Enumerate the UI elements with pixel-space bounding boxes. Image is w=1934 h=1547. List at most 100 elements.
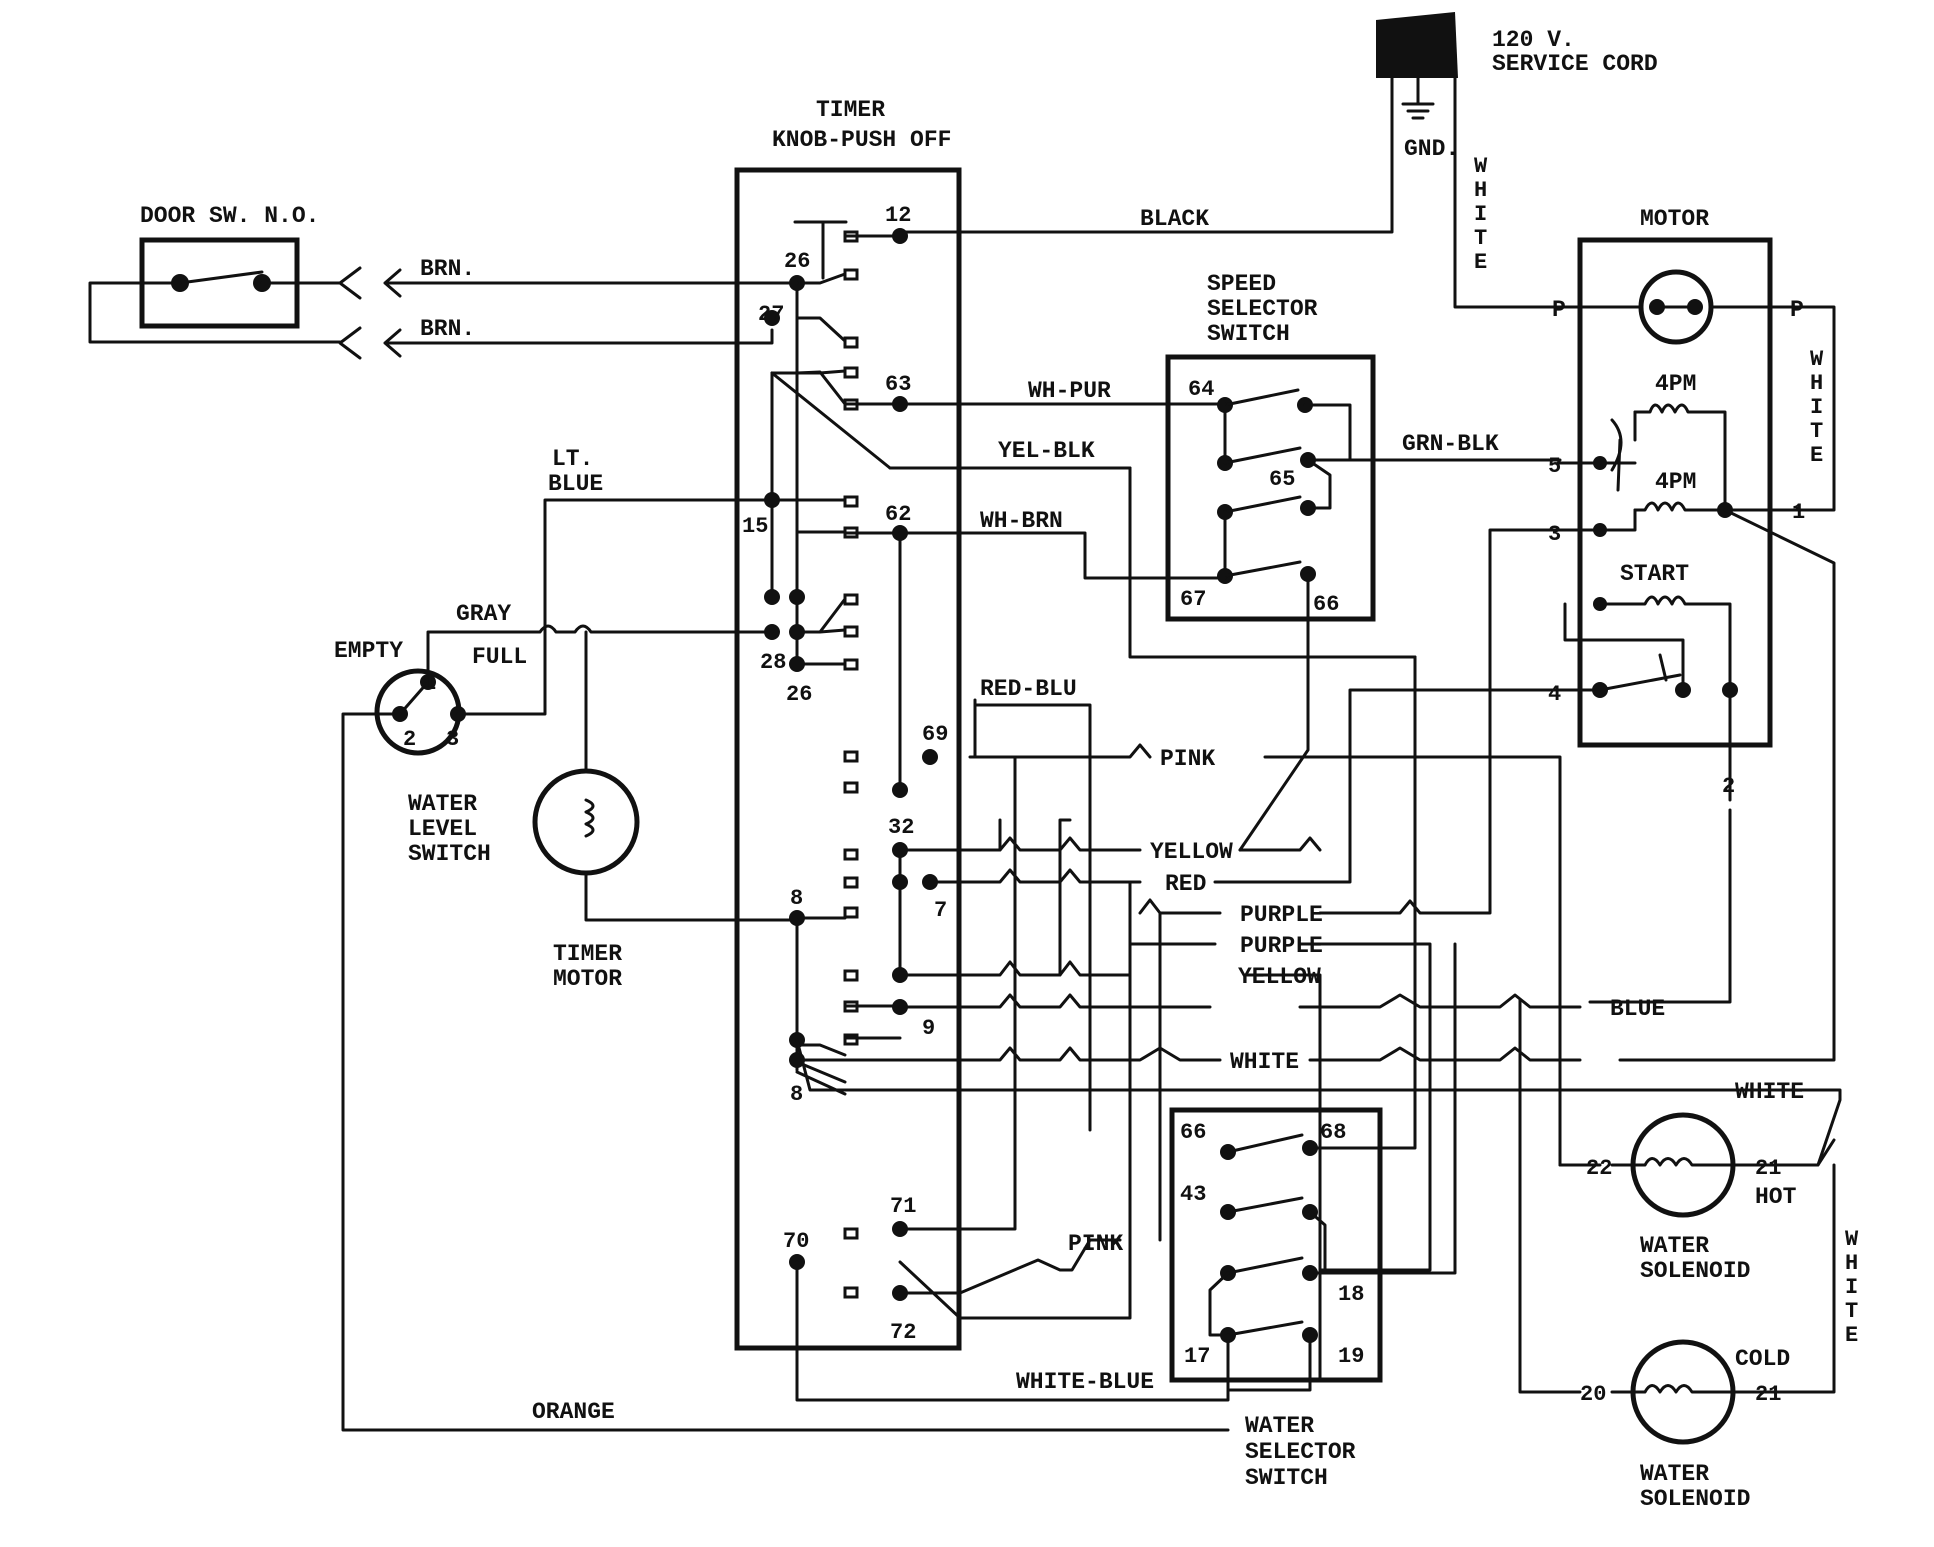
- ws-terminal-18: 18: [1338, 1282, 1364, 1307]
- hot-water-solenoid: 22 21 HOT WATER SOLENOID: [1558, 1112, 1836, 1284]
- water-level-label-3: SWITCH: [408, 841, 491, 867]
- motor-box: [1577, 237, 1773, 748]
- wire-purple-1: PURPLE: [1240, 902, 1323, 928]
- terminal-70: 70: [783, 1229, 809, 1254]
- speed-terminal-64: 64: [1188, 377, 1214, 402]
- wire-wh-brn: WH-BRN: [980, 508, 1063, 534]
- white-vertical-label-2a: W: [1810, 347, 1824, 372]
- cold-terminal-20: 20: [1580, 1382, 1606, 1407]
- terminal-62: 62: [885, 502, 911, 527]
- cord-label-1: 120 V.: [1492, 27, 1575, 53]
- level-terminal-3: 3: [446, 727, 459, 752]
- ws-terminal-68: 68: [1320, 1120, 1346, 1145]
- level-terminal-2: 2: [403, 727, 416, 752]
- water-selector-label-2: SELECTOR: [1245, 1439, 1356, 1465]
- white-vertical-label-1e: E: [1474, 250, 1487, 275]
- motor: MOTOR P P W H I T E 4PM 4PM 5 3 1 START …: [1548, 206, 1836, 1062]
- timer-contacts: [843, 230, 859, 1299]
- water-level-label-2: LEVEL: [408, 816, 477, 842]
- wire-white-2: WHITE: [1735, 1079, 1804, 1105]
- water-selector-box: [1169, 1107, 1383, 1383]
- wire-wh-pur: WH-PUR: [1028, 378, 1111, 404]
- motor-terminal-1: 1: [1792, 500, 1805, 525]
- white-vertical-label-3c: I: [1845, 1275, 1858, 1300]
- hot-terminal-22: 22: [1586, 1156, 1612, 1181]
- terminal-12: 12: [885, 203, 911, 228]
- terminal-72: 72: [890, 1320, 916, 1345]
- motor-start-label: START: [1620, 561, 1689, 587]
- wire-white: WHITE: [1230, 1049, 1299, 1075]
- wire-gray: GRAY: [456, 601, 511, 627]
- wire-red-blu: RED-BLU: [980, 676, 1077, 702]
- wire-grn-blk: GRN-BLK: [1402, 431, 1499, 457]
- timer-title-1: TIMER: [816, 97, 885, 123]
- water-level-label-1: WATER: [408, 791, 477, 817]
- ws-terminal-17: 17: [1184, 1344, 1210, 1369]
- speed-switch-label-2: SELECTOR: [1207, 296, 1318, 322]
- motor-pole-a: 4PM: [1655, 371, 1696, 397]
- white-vertical-label-2b: H: [1810, 371, 1823, 396]
- terminal-8b: 8: [790, 1082, 803, 1107]
- level-terminal-1: 1: [423, 671, 436, 696]
- terminal-71: 71: [890, 1194, 916, 1219]
- white-vertical-label-3d: T: [1845, 1299, 1858, 1324]
- timer-motor-label-2: MOTOR: [553, 966, 622, 992]
- cord-label-2: SERVICE CORD: [1492, 51, 1658, 77]
- ws-terminal-43: 43: [1180, 1182, 1206, 1207]
- full-label: FULL: [472, 644, 527, 670]
- timer: TIMER KNOB-PUSH OFF: [734, 97, 1132, 1351]
- water-selector-label-1: WATER: [1245, 1413, 1314, 1439]
- motor-terminal-2: 2: [1722, 774, 1735, 799]
- ws-terminal-66: 66: [1180, 1120, 1206, 1145]
- white-vertical-label-1d: T: [1474, 226, 1487, 251]
- wire-brn-1: BRN.: [420, 256, 475, 282]
- white-vertical-label-1b: H: [1474, 178, 1487, 203]
- wire-yellow-2: YELLOW: [1238, 964, 1321, 990]
- wire-blue: BLUE: [1610, 996, 1665, 1022]
- white-vertical-label-2e: E: [1810, 443, 1823, 468]
- timer-box: [734, 167, 962, 1351]
- ground-icon: [1401, 76, 1435, 120]
- wire-lt-blue-2: BLUE: [548, 471, 603, 497]
- water-level-switch: EMPTY FULL 1 2 3 WATER LEVEL SWITCH GRAY…: [334, 446, 1230, 1432]
- timer-motor-label-1: TIMER: [553, 941, 622, 967]
- white-vertical-label-3b: H: [1845, 1251, 1858, 1276]
- white-vertical-label-2d: T: [1810, 419, 1823, 444]
- terminal-15: 15: [742, 514, 768, 539]
- wire-red: RED: [1165, 871, 1206, 897]
- motor-p-right: P: [1790, 297, 1804, 323]
- plug-icon: [1376, 12, 1458, 78]
- wire-lt-blue-1: LT.: [552, 446, 593, 472]
- water-selector-switch: 66 68 43 18 17 19 WATER SELECTOR SWITCH: [795, 655, 1457, 1491]
- cold-tag: COLD: [1735, 1346, 1790, 1372]
- speed-selector-switch: SPEED SELECTOR SWITCH 64 65 67 66 BLACK …: [888, 206, 1562, 852]
- speed-terminal-66: 66: [1313, 592, 1339, 617]
- hot-solenoid-label-2: SOLENOID: [1640, 1258, 1750, 1284]
- door-switch: DOOR SW. N.O. BRN. BRN.: [88, 203, 799, 360]
- service-cord: 120 V. SERVICE CORD GND. W H I T E: [893, 12, 1658, 309]
- wire-purple-2: PURPLE: [1240, 933, 1323, 959]
- wire-orange: ORANGE: [532, 1399, 615, 1425]
- terminal-27: 27: [758, 302, 784, 327]
- terminal-28: 28: [760, 650, 786, 675]
- motor-terminal-4: 4: [1548, 682, 1561, 707]
- hot-tag: HOT: [1755, 1184, 1797, 1210]
- white-vertical-label-3e: E: [1845, 1323, 1858, 1348]
- wire-brn-2: BRN.: [420, 316, 475, 342]
- wire-pink-2: PINK: [1068, 1231, 1123, 1257]
- white-vertical-label-2c: I: [1810, 395, 1823, 420]
- terminal-26a: 26: [784, 249, 810, 274]
- cold-terminal-21: 21: [1755, 1382, 1781, 1407]
- hot-solenoid-label-1: WATER: [1640, 1233, 1709, 1259]
- harness-wires: [795, 528, 1842, 1382]
- terminal-63: 63: [885, 372, 911, 397]
- speed-terminal-67: 67: [1180, 587, 1206, 612]
- white-vertical-label-1c: I: [1474, 202, 1487, 227]
- terminal-9: 9: [922, 1016, 935, 1041]
- cold-water-solenoid: 20 21 COLD WATER SOLENOID W H I T E: [1518, 998, 1859, 1512]
- motor-terminal-3: 3: [1548, 522, 1561, 547]
- cold-solenoid-label-1: WATER: [1640, 1461, 1709, 1487]
- speed-switch-label-1: SPEED: [1207, 271, 1276, 297]
